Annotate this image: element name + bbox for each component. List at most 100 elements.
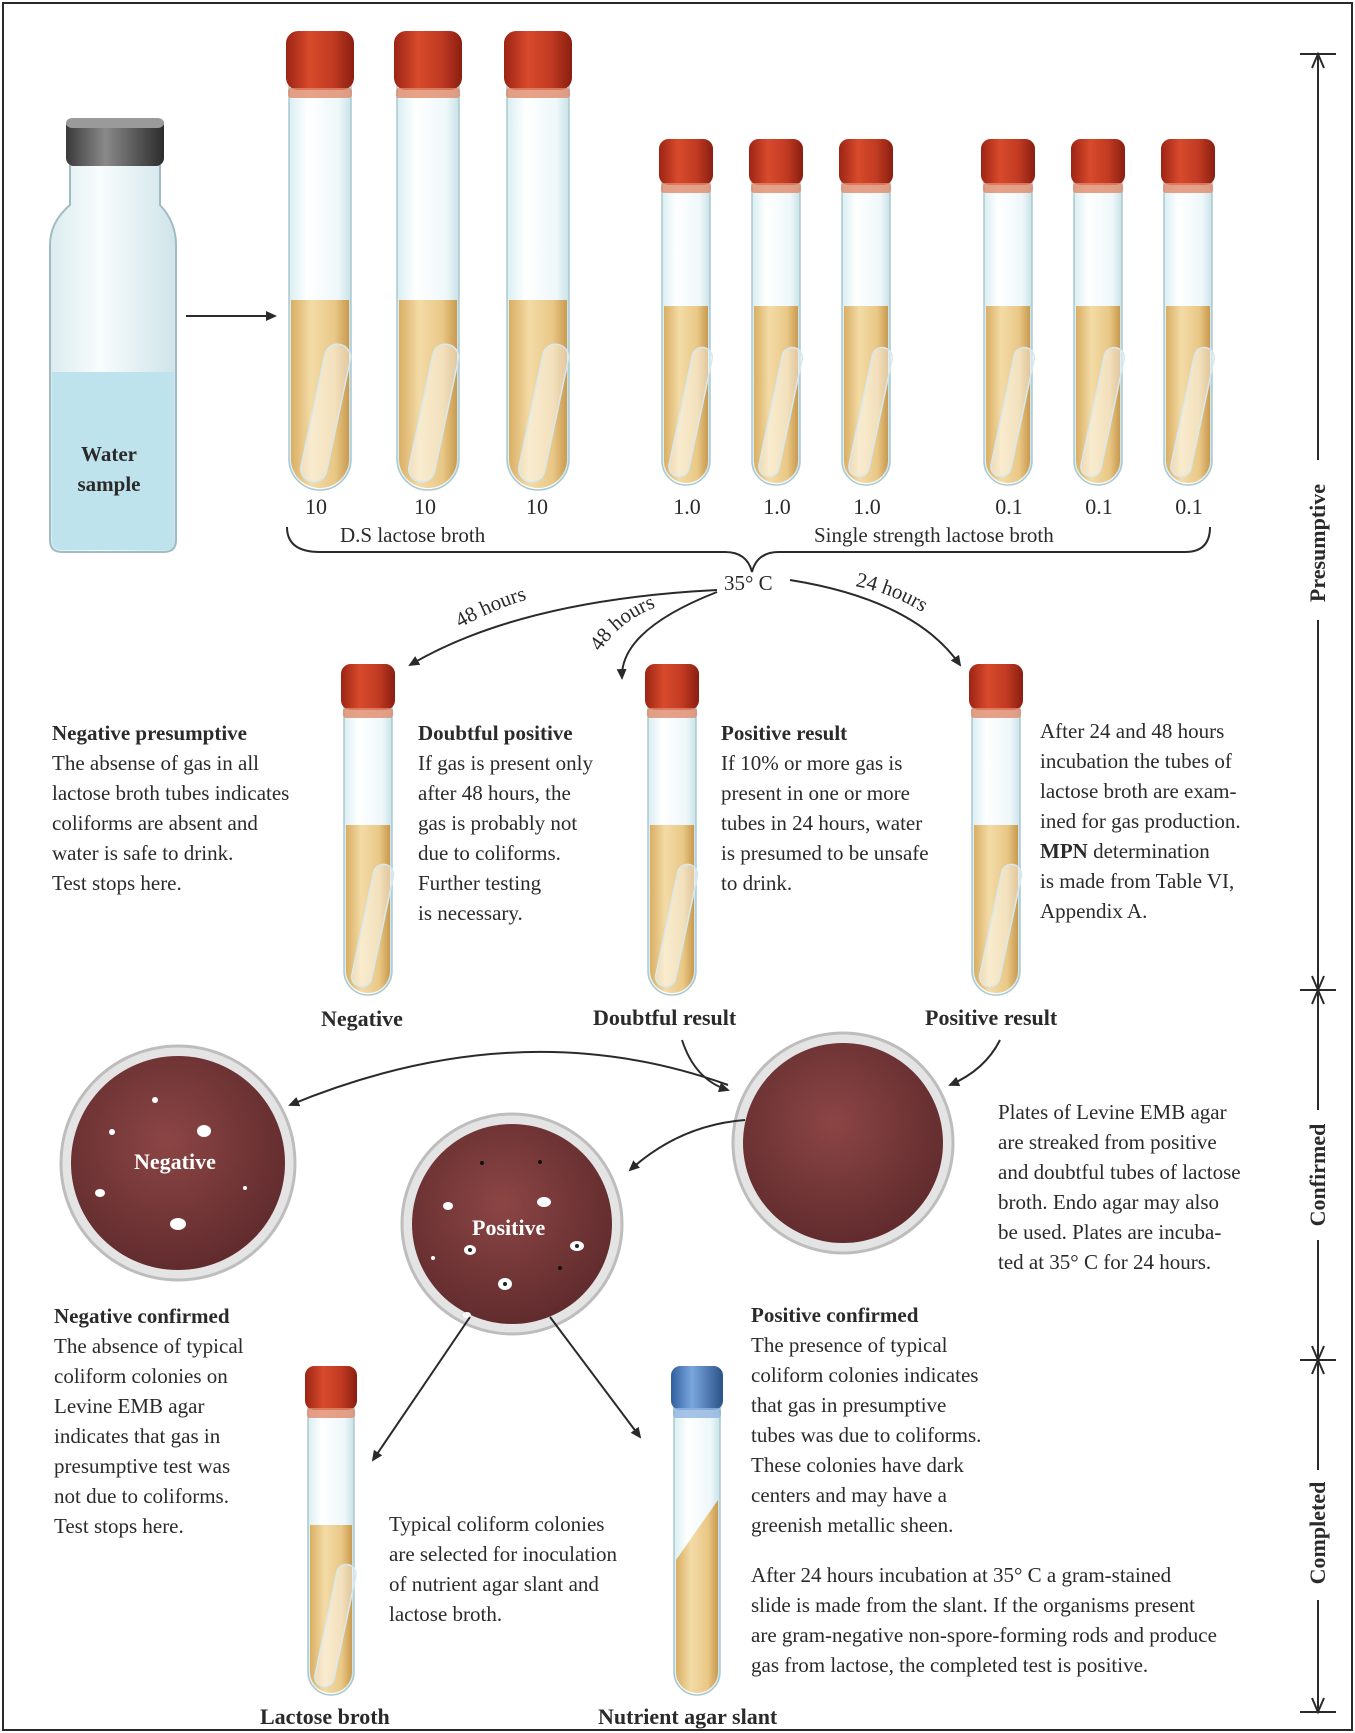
text-line: coliform colonies on (54, 1361, 244, 1391)
text-line: due to coliforms. (418, 838, 593, 868)
plate-negative-label: Negative (134, 1149, 216, 1175)
text-line: Test stops here. (52, 868, 289, 898)
incubation-note-text: After 24 and 48 hours incubation the tub… (1040, 716, 1241, 926)
text-line: ined for gas production. (1040, 806, 1241, 836)
selection-text: Typical coliform colonies are selected f… (389, 1509, 617, 1629)
phase-presumptive: Presumptive (1305, 473, 1331, 613)
text-line: Plates of Levine EMB agar (998, 1097, 1241, 1127)
text-line: lactose broth tubes indicates (52, 778, 289, 808)
text-line: be used. Plates are incuba- (998, 1217, 1241, 1247)
negative-confirmed-text: Negative confirmed The absence of typica… (54, 1301, 244, 1541)
text-line: to drink. (721, 868, 929, 898)
positive-result-heading: Positive result (721, 718, 929, 748)
tube-ss-01-3 (1161, 139, 1216, 485)
text-line: centers and may have a (751, 1480, 981, 1510)
tube-volume: 1.0 (742, 494, 812, 520)
text-line: Appendix A. (1040, 896, 1241, 926)
mpn-bold: MPN (1040, 839, 1088, 863)
text-line: not due to coliforms. (54, 1481, 244, 1511)
positive-confirmed-text: Positive confirmed The presence of typic… (751, 1300, 981, 1540)
tube-volume: 10 (390, 494, 460, 520)
text-line: After 24 hours incubation at 35° C a gra… (751, 1560, 1217, 1590)
text-line: lactose broth are exam- (1040, 776, 1241, 806)
mpn-rest: determination (1088, 839, 1210, 863)
completed-test-text: After 24 hours incubation at 35° C a gra… (751, 1560, 1217, 1680)
phase-completed: Completed (1305, 1473, 1331, 1593)
tube-ss-1-3 (839, 139, 894, 485)
tube-ss-1-1 (659, 139, 714, 485)
text-line: present in one or more (721, 778, 929, 808)
tube-volume: 1.0 (652, 494, 722, 520)
text-line: gas from lactose, the completed test is … (751, 1650, 1217, 1680)
single-strength-label: Single strength lactose broth (814, 520, 1054, 550)
tube-volume: 0.1 (1064, 494, 1134, 520)
negative-presumptive-heading: Negative presumptive (52, 718, 289, 748)
negative-presumptive-text: Negative presumptive The absense of gas … (52, 718, 289, 898)
phase-confirmed: Confirmed (1305, 1115, 1331, 1235)
arrow-48h-negative (410, 590, 717, 665)
text-line: Further testing (418, 868, 593, 898)
arrow-positive-to-plate (950, 1040, 1000, 1085)
text-line: is necessary. (418, 898, 593, 928)
text-line: that gas in presumptive (751, 1390, 981, 1420)
phase-bars (1300, 54, 1336, 1712)
plate-large-empty (733, 1033, 953, 1253)
text-line: greenish metallic sheen. (751, 1510, 981, 1540)
incubation-temp: 35° C (724, 568, 773, 598)
ds-lactose-label: D.S lactose broth (340, 520, 485, 550)
tube-ss-01-2 (1071, 139, 1126, 485)
tube-volume: 10 (281, 494, 351, 520)
text-line: lactose broth. (389, 1599, 617, 1629)
arrow-to-negative-plate (290, 1052, 728, 1105)
text-line: These colonies have dark (751, 1450, 981, 1480)
tube-doubtful (645, 664, 699, 995)
doubtful-positive-text: Doubtful positive If gas is present only… (418, 718, 593, 928)
tube-ss-1-2 (749, 139, 804, 485)
doubtful-tube-label: Doubtful result (593, 1005, 736, 1031)
tube-ds-2 (394, 31, 462, 490)
arrow-to-positive-plate (630, 1120, 745, 1170)
plates-note-text: Plates of Levine EMB agar are streaked f… (998, 1097, 1241, 1277)
text-line: presumptive test was (54, 1451, 244, 1481)
tube-ds-1 (286, 31, 354, 490)
negative-tube-label: Negative (321, 1006, 403, 1032)
plate-positive-label: Positive (472, 1215, 545, 1241)
text-line: Levine EMB agar (54, 1391, 244, 1421)
text-line: tubes was due to coliforms. (751, 1420, 981, 1450)
text-line: coliforms are absent and (52, 808, 289, 838)
text-line: and doubtful tubes of lactose (998, 1157, 1241, 1187)
text-line: slide is made from the slant. If the org… (751, 1590, 1217, 1620)
text-line: If 10% or more gas is (721, 748, 929, 778)
text-line: is made from Table VI, (1040, 866, 1241, 896)
text-line: water is safe to drink. (52, 838, 289, 868)
text-line: is presumed to be unsafe (721, 838, 929, 868)
text-line: Test stops here. (54, 1511, 244, 1541)
lactose-broth-label: Lactose broth (260, 1704, 390, 1730)
tube-positive (969, 664, 1023, 995)
doubtful-positive-heading: Doubtful positive (418, 718, 593, 748)
text-line: The presence of typical (751, 1330, 981, 1360)
text-line: are streaked from positive (998, 1127, 1241, 1157)
text-line: are selected for inoculation (389, 1539, 617, 1569)
tube-negative (341, 664, 395, 995)
label-48h-left: 48 hours (451, 581, 529, 632)
text-line: broth. Endo agar may also (998, 1187, 1241, 1217)
text-line: If gas is present only (418, 748, 593, 778)
bottle-label: Water sample (66, 439, 152, 499)
tube-lactose-broth (305, 1366, 358, 1695)
text-line: The absence of typical (54, 1331, 244, 1361)
tube-volume: 10 (502, 494, 572, 520)
text-line: tubes in 24 hours, water (721, 808, 929, 838)
negative-confirmed-heading: Negative confirmed (54, 1301, 244, 1331)
tube-volume: 0.1 (1154, 494, 1224, 520)
text-line: ted at 35° C for 24 hours. (998, 1247, 1241, 1277)
positive-result-text: Positive result If 10% or more gas is pr… (721, 718, 929, 898)
bottle-label-line1: Water (66, 439, 152, 469)
arrow-to-nutrient-slant (550, 1317, 640, 1437)
text-line: After 24 and 48 hours (1040, 716, 1241, 746)
text-line: Typical coliform colonies (389, 1509, 617, 1539)
label-24h-right: 24 hours (854, 567, 932, 616)
text-line: gas is probably not (418, 808, 593, 838)
text-line: incubation the tubes of (1040, 746, 1241, 776)
